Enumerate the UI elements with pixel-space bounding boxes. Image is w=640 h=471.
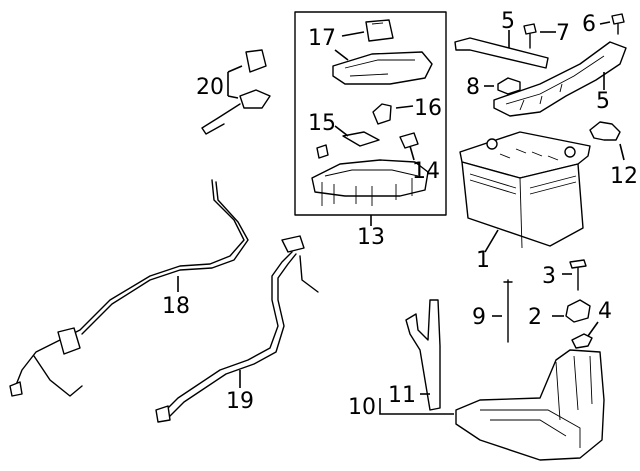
callout-20: 20: [196, 75, 224, 100]
part-20-terminal-lead: [201, 49, 271, 135]
leader-10: [379, 398, 454, 415]
callout-14: 14: [412, 159, 440, 184]
callout-11: 11: [388, 383, 416, 408]
callout-1: 1: [476, 248, 490, 273]
leader-17-clip: [341, 31, 365, 37]
callout-16: 16: [414, 96, 442, 121]
part-7-bolt: [523, 23, 537, 49]
part-17-fuse-cover: [332, 51, 433, 85]
callout-5b: 5: [596, 89, 610, 114]
callout-15: 15: [308, 111, 336, 136]
callout-8: 8: [466, 75, 480, 100]
part-2-block: [565, 299, 591, 323]
callout-3: 3: [542, 264, 556, 289]
callout-13: 13: [357, 225, 385, 250]
callout-7: 7: [556, 21, 570, 46]
part-15-terminal: [342, 131, 380, 147]
callout-17: 17: [308, 26, 336, 51]
fuse-block-base: [311, 159, 429, 206]
part-14-bracket: [399, 132, 419, 149]
leader-20: [227, 65, 243, 99]
part-6-bolt: [611, 13, 625, 35]
callout-18: 18: [162, 294, 190, 319]
leader-15: [334, 125, 349, 137]
part-12-terminal-cover: [589, 121, 621, 141]
leader-16: [395, 105, 414, 109]
callout-9: 9: [472, 305, 486, 330]
part-10-battery-tray: [455, 349, 605, 461]
callout-2: 2: [528, 305, 542, 330]
leader-17-cover: [334, 49, 349, 61]
leader-12: [619, 143, 625, 161]
part-19-cable: [155, 235, 319, 423]
callout-5a: 5: [501, 9, 515, 34]
part-8-nut: [497, 77, 521, 95]
callout-19: 19: [226, 389, 254, 414]
part-17-cover-clip: [365, 19, 394, 42]
part-18-cable: [9, 179, 249, 397]
part-4-clip: [571, 333, 593, 349]
part-1-battery: [459, 131, 591, 249]
part-5-hold-down-bracket: [493, 41, 627, 117]
leader-4: [587, 321, 599, 337]
part-3-bolt: [569, 259, 587, 291]
part-11-bracket: [405, 299, 441, 411]
callout-10: 10: [348, 395, 376, 420]
leader-1: [484, 229, 499, 253]
part-16-clip: [372, 103, 392, 125]
part-9-rod: [503, 279, 513, 343]
callout-12: 12: [610, 164, 638, 189]
leader-6: [599, 21, 611, 25]
leader-14: [409, 145, 415, 161]
callout-4: 4: [598, 299, 612, 324]
callout-6: 6: [582, 12, 596, 37]
part-5-hold-down-strap: [454, 37, 549, 69]
inset-small-connector: [316, 144, 329, 159]
